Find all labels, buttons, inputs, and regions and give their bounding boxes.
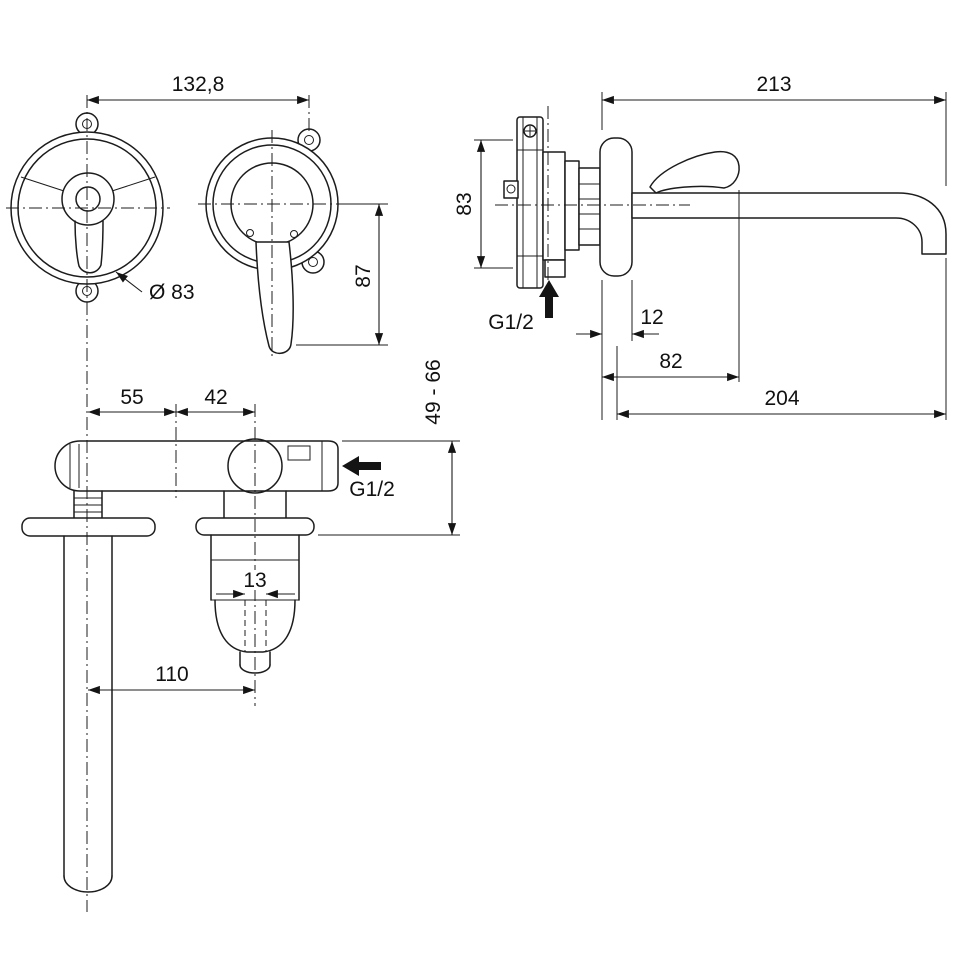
dim-spout-length: 110 bbox=[88, 663, 255, 695]
dim-outlet-diameter: 13 bbox=[216, 569, 295, 599]
dim-plate-height-label: 83 bbox=[453, 192, 476, 215]
dim-mounting-depth-range-label: 49 - 66 bbox=[422, 359, 445, 424]
valve-body bbox=[542, 151, 566, 261]
handle-hub bbox=[61, 172, 115, 226]
dim-spout-to-inlet-label: 55 bbox=[120, 386, 143, 409]
plan-connection-label: G1/2 bbox=[349, 478, 395, 501]
ear-hole-top bbox=[304, 135, 314, 145]
dim-outlet-diameter-label: 13 bbox=[243, 569, 266, 592]
spout-tube-end bbox=[63, 875, 113, 893]
dim-handle-projection: 82 bbox=[602, 190, 740, 382]
dim-escutcheon-depth: 12 bbox=[576, 280, 664, 420]
threaded-section bbox=[578, 167, 601, 246]
body-detail bbox=[287, 445, 311, 461]
dim-spout-projection: 204 bbox=[616, 258, 947, 420]
dim-spout-to-inlet: 55 bbox=[88, 386, 176, 417]
dim-handle-drop: 87 bbox=[296, 203, 388, 346]
plan-inlet-connection: G1/2 bbox=[342, 456, 395, 501]
dim-total-projection: 213 bbox=[601, 73, 947, 186]
dim-handle-projection-label: 82 bbox=[659, 350, 682, 373]
g12-arrow-up-icon bbox=[539, 280, 559, 318]
dim-center-distance: 132,8 bbox=[87, 73, 309, 105]
escutcheon-side bbox=[599, 137, 633, 277]
aerator-outlet bbox=[239, 664, 271, 674]
dimensions: 132,8 Ø 83 87 213 83 bbox=[87, 73, 947, 695]
dim-spout-length-label: 110 bbox=[155, 663, 188, 686]
mixer-lever bbox=[255, 241, 294, 354]
dim-total-projection-label: 213 bbox=[756, 73, 791, 96]
side-inlet-connection: G1/2 bbox=[488, 280, 559, 334]
dim-escutcheon-depth-label: 12 bbox=[640, 306, 663, 329]
dim-mounting-depth-range: 49 - 66 bbox=[318, 359, 460, 536]
dim-inlet-to-mixer: 42 bbox=[176, 386, 255, 417]
ear-hole-bottom bbox=[308, 257, 318, 267]
handle-side bbox=[649, 150, 740, 194]
handle-hub-inner bbox=[75, 186, 101, 212]
set-screw-right bbox=[290, 230, 298, 238]
side-inlet-tab bbox=[503, 180, 519, 199]
side-view bbox=[503, 116, 947, 289]
dim-escutcheon-diameter-label: Ø 83 bbox=[149, 281, 195, 304]
side-connection-label: G1/2 bbox=[488, 311, 534, 334]
plan-view bbox=[21, 438, 339, 893]
front-view bbox=[10, 112, 339, 354]
dim-escutcheon-diameter: Ø 83 bbox=[115, 271, 195, 304]
centerlines bbox=[6, 95, 690, 912]
body-bar bbox=[54, 440, 339, 492]
set-screw-left bbox=[246, 229, 254, 237]
dim-plate-height: 83 bbox=[453, 139, 513, 269]
dim-inlet-to-mixer-label: 42 bbox=[204, 386, 227, 409]
bottom-connection bbox=[544, 259, 566, 278]
dim-handle-drop-label: 87 bbox=[352, 264, 375, 287]
dim-spout-projection-label: 204 bbox=[764, 387, 799, 410]
handle-lever-front bbox=[74, 220, 104, 274]
dim-center-distance-label: 132,8 bbox=[172, 73, 225, 96]
spout-side bbox=[631, 192, 947, 255]
g12-arrow-left-icon bbox=[342, 456, 381, 476]
wall-plate bbox=[516, 116, 544, 289]
wall-flange-left bbox=[21, 517, 156, 537]
